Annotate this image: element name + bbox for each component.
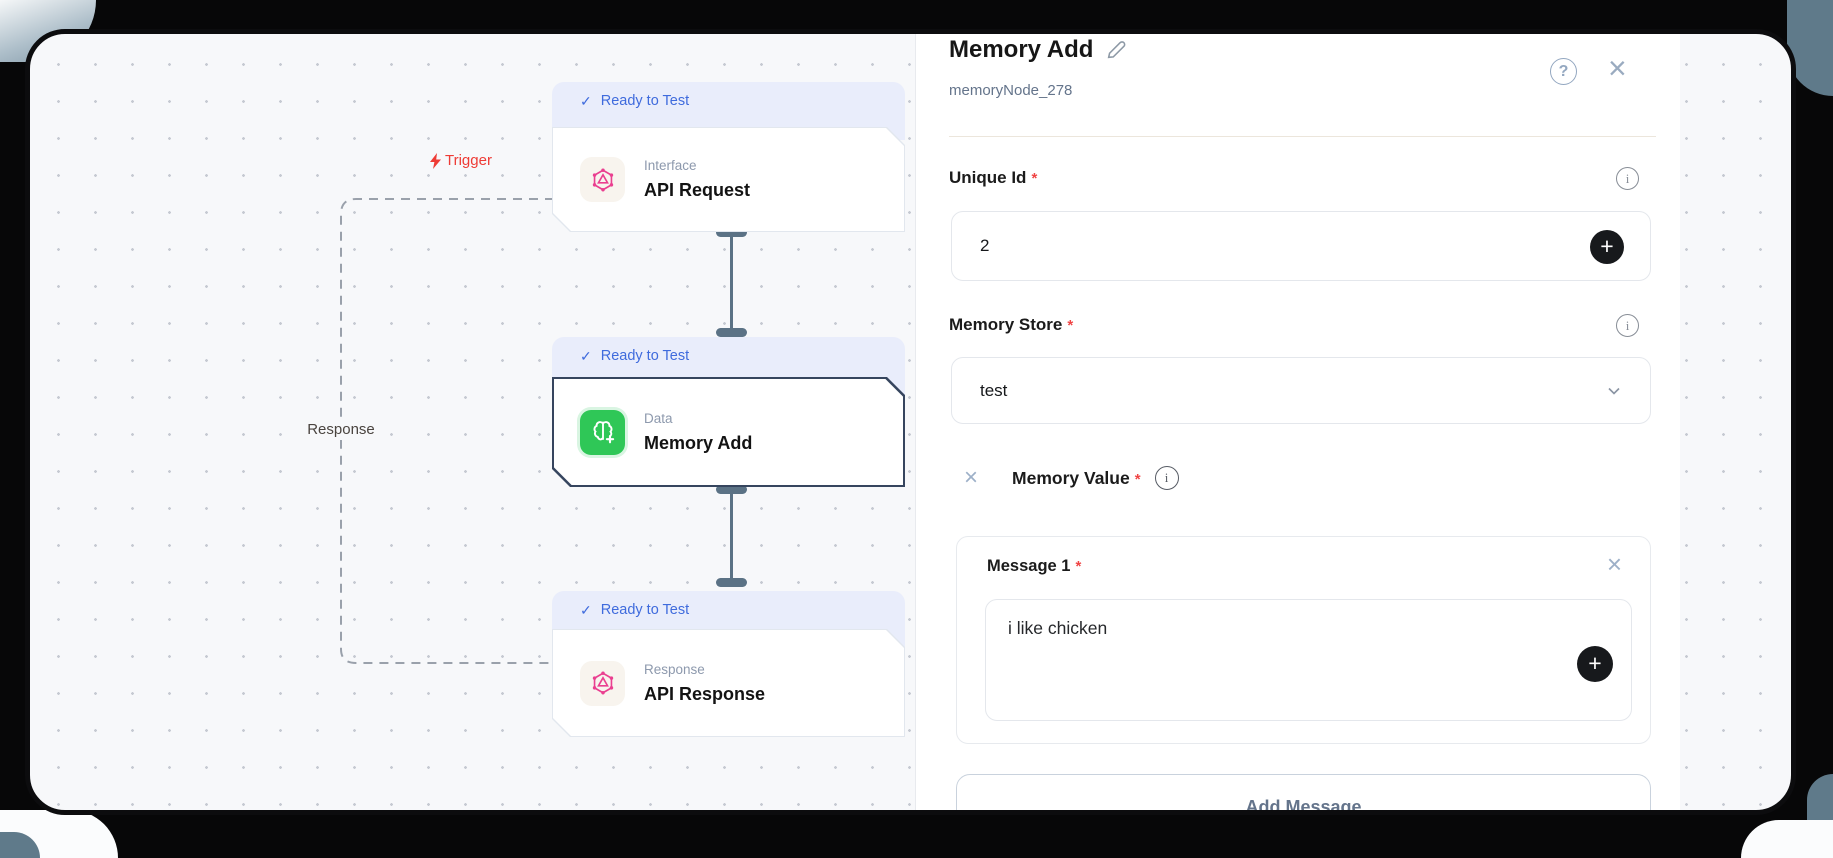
- add-message-button[interactable]: Add Message: [956, 774, 1651, 810]
- connector-handle[interactable]: [716, 228, 747, 237]
- connector-handle[interactable]: [716, 328, 747, 337]
- message-group-card: Message 1* × i like chicken +: [956, 536, 1651, 744]
- background-corner-shape: [1741, 820, 1833, 858]
- unique-id-input[interactable]: 2 +: [951, 211, 1651, 281]
- info-icon[interactable]: i: [1616, 314, 1639, 337]
- node-api-request[interactable]: ✓ Ready to Test Interface API Reques: [552, 82, 905, 232]
- node-category: Interface: [644, 158, 697, 173]
- insert-variable-button[interactable]: +: [1590, 230, 1624, 264]
- lightning-bolt-icon: [430, 152, 441, 169]
- remove-memory-value-icon[interactable]: ×: [964, 464, 979, 491]
- check-icon: ✓: [580, 348, 592, 364]
- node-connector-line: [730, 232, 733, 334]
- close-icon[interactable]: ×: [1608, 50, 1627, 86]
- node-category: Response: [644, 661, 705, 677]
- memory-store-label: Memory Store*: [949, 315, 1074, 334]
- info-icon[interactable]: i: [1154, 466, 1179, 490]
- node-memory-add[interactable]: ✓ Ready to Test Data Memory Add: [552, 337, 905, 489]
- connector-handle[interactable]: [716, 485, 747, 494]
- node-properties-panel: Memory Add memoryNode_278 ? × Unique Id*…: [915, 34, 1680, 810]
- message-textarea[interactable]: i like chicken +: [985, 599, 1632, 721]
- check-icon: ✓: [580, 602, 592, 618]
- node-category: Data: [644, 410, 673, 426]
- remove-message-icon[interactable]: ×: [1606, 549, 1622, 579]
- edit-pencil-icon[interactable]: [1105, 39, 1127, 61]
- panel-title: Memory Add: [949, 36, 1094, 63]
- memory-store-select[interactable]: test: [951, 357, 1651, 424]
- workflow-app-frame: Trigger Response ✓ Ready to Test: [25, 29, 1796, 815]
- api-hexagon-icon: [580, 661, 625, 706]
- node-title: Memory Add: [644, 432, 753, 453]
- node-api-response[interactable]: ✓ Ready to Test Response API Respons: [552, 591, 905, 741]
- info-icon[interactable]: i: [1616, 167, 1639, 190]
- check-icon: ✓: [580, 93, 592, 109]
- memory-value-label: Memory Value*: [1012, 467, 1141, 488]
- trigger-edge-label: Trigger: [429, 152, 492, 169]
- unique-id-label: Unique Id*: [949, 168, 1038, 187]
- message-1-label: Message 1*: [987, 557, 1082, 575]
- divider: [949, 136, 1656, 137]
- chevron-down-icon: [1608, 387, 1620, 395]
- brain-add-icon: [580, 410, 625, 455]
- help-icon[interactable]: ?: [1550, 58, 1577, 85]
- node-title: API Response: [644, 683, 766, 704]
- insert-variable-button[interactable]: +: [1577, 646, 1613, 682]
- response-edge-label: Response: [293, 419, 389, 440]
- node-id-text: memoryNode_278: [949, 82, 1073, 99]
- connector-handle[interactable]: [716, 578, 747, 587]
- node-title: API Request: [644, 180, 751, 200]
- api-hexagon-icon: [580, 157, 625, 202]
- node-connector-line: [730, 490, 733, 583]
